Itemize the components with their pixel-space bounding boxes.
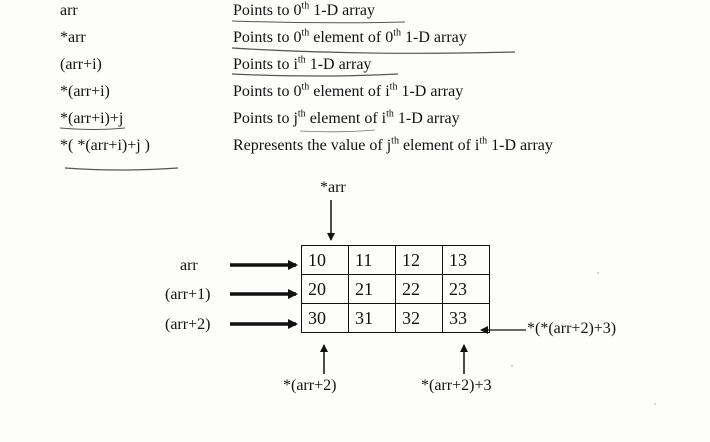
grid-cell: 11 bbox=[348, 245, 396, 275]
definition-row: (arr+i) Points to ith 1-D array bbox=[0, 54, 710, 82]
grid-cell: 33 bbox=[442, 303, 490, 333]
expression: arr bbox=[60, 2, 78, 19]
definition-row: arr Points to 0th 1-D array bbox=[0, 0, 710, 28]
meaning: Represents the value of jth element of i… bbox=[233, 135, 553, 154]
definition-row: *(arr+i) Points to 0th element of ith 1-… bbox=[0, 81, 710, 109]
grid-cell: 31 bbox=[348, 303, 396, 333]
meaning: Points to ith 1-D array bbox=[233, 54, 372, 73]
bottom-right-pointer-label: *(arr+2)+3 bbox=[421, 377, 492, 394]
expression: (arr+i) bbox=[60, 56, 102, 73]
grid-cell: 10 bbox=[301, 245, 349, 275]
grid-cell: 12 bbox=[395, 245, 443, 275]
right-pointer-label: *(*(arr+2)+3) bbox=[527, 320, 617, 337]
grid-row: 10 11 12 13 bbox=[301, 245, 490, 275]
meaning: Points to jth element of ith 1-D array bbox=[233, 108, 460, 127]
expression: *(arr+i) bbox=[60, 83, 110, 100]
grid-cell: 32 bbox=[395, 303, 443, 333]
expression: *( *(arr+i)+j ) bbox=[60, 137, 151, 154]
row-label: (arr+1) bbox=[165, 286, 211, 303]
meaning: Points to 0th element of ith 1-D array bbox=[233, 81, 464, 100]
top-pointer-label: *arr bbox=[320, 179, 346, 196]
grid-row: 20 21 22 23 bbox=[301, 274, 490, 304]
expression: *(arr+i)+j bbox=[60, 110, 124, 127]
array-grid: 10 11 12 13 20 21 22 23 30 31 32 33 bbox=[301, 245, 490, 333]
bottom-left-pointer-label: *(arr+2) bbox=[283, 377, 337, 394]
grid-cell: 20 bbox=[301, 274, 349, 304]
underline-stroke bbox=[64, 167, 179, 171]
meaning: Points to 0th element of 0th 1-D array bbox=[233, 27, 467, 46]
meaning: Points to 0th 1-D array bbox=[233, 0, 375, 19]
grid-row: 30 31 32 33 bbox=[301, 303, 490, 333]
grid-cell: 22 bbox=[395, 274, 443, 304]
grid-cell: 30 bbox=[301, 303, 349, 333]
definition-row: *(arr+i)+j Points to jth element of ith … bbox=[0, 108, 710, 136]
grid-cell: 23 bbox=[442, 274, 490, 304]
row-label: arr bbox=[180, 257, 198, 274]
expression: *arr bbox=[60, 29, 86, 46]
definition-row: *arr Points to 0th element of 0th 1-D ar… bbox=[0, 27, 710, 55]
row-label: (arr+2) bbox=[165, 316, 211, 333]
definition-row: *( *(arr+i)+j ) Represents the value of … bbox=[0, 135, 710, 163]
grid-cell: 21 bbox=[348, 274, 396, 304]
grid-cell: 13 bbox=[442, 245, 490, 275]
